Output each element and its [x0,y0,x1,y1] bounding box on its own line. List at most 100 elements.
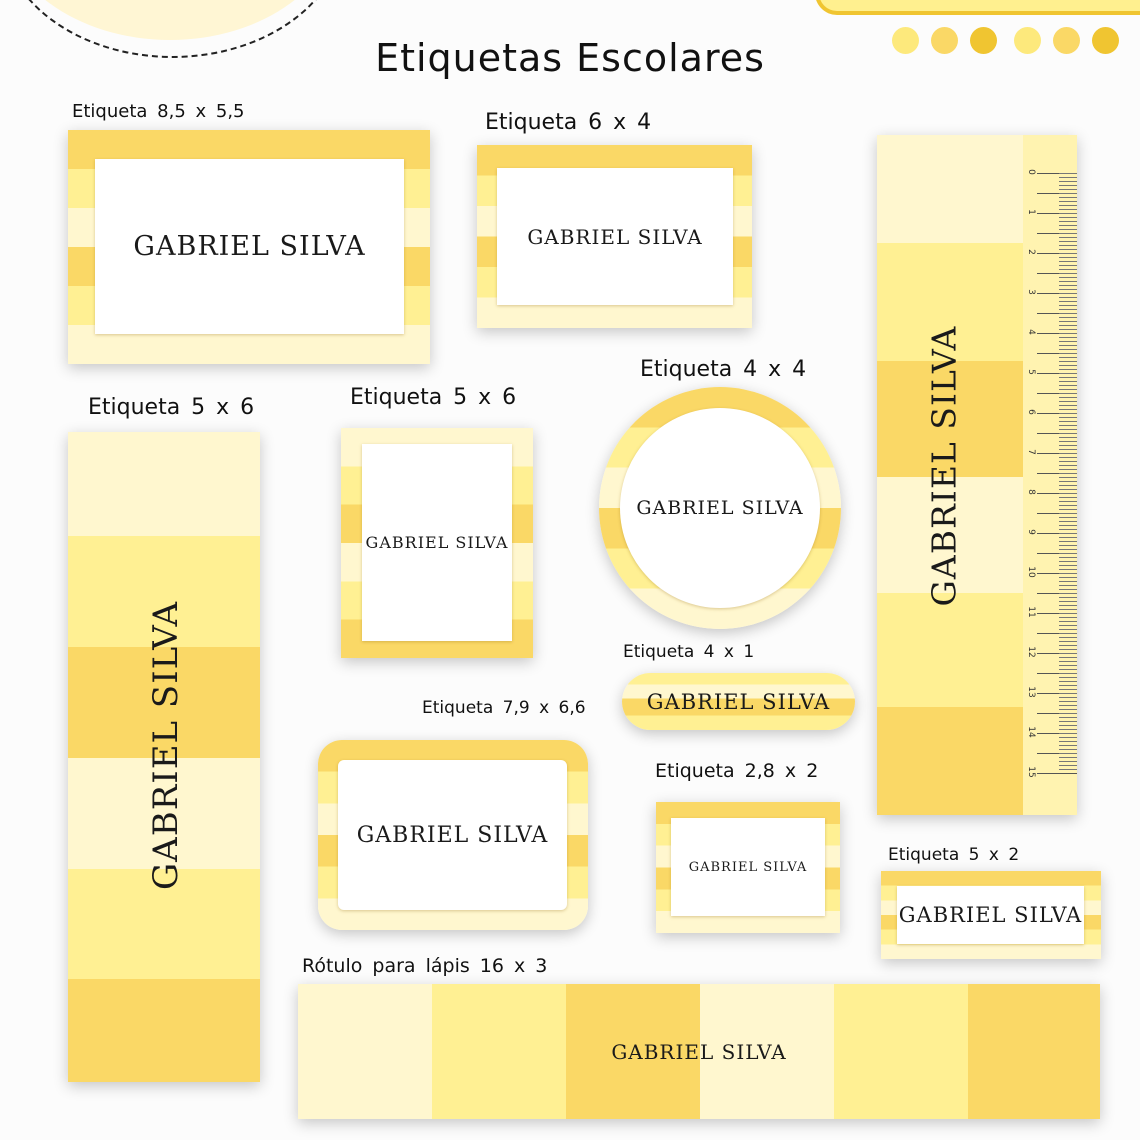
label-2-8x2[interactable]: GABRIEL SILVA [656,802,840,933]
ruler-tick [1037,233,1077,234]
color-dots [892,27,1131,54]
ruler-number: 13 [1026,686,1036,698]
stripe [700,984,834,1119]
ruler-tick [1037,553,1077,554]
ruler-tick [1037,753,1077,754]
ruler-number: 10 [1026,566,1036,578]
ruler-number: 14 [1026,726,1036,738]
label-caption: Etiqueta 5 x 6 [88,395,255,420]
label-name: GABRIEL SILVA [356,822,549,848]
ruler-tick [1037,493,1077,494]
label-caption: Etiqueta 2,8 x 2 [655,760,819,782]
name-area: GABRIEL SILVA [897,886,1084,944]
stripe [68,979,260,1082]
name-area: GABRIEL SILVA [620,408,820,608]
ruler-tick [1037,393,1077,394]
stripe [566,984,700,1119]
label-name: GABRIEL SILVA [527,224,703,249]
ruler-number: 11 [1026,606,1036,618]
label-6x4[interactable]: GABRIEL SILVA [477,145,752,328]
label-8-5x5-5[interactable]: GABRIEL SILVA [68,130,430,364]
ruler-number: 6 [1026,409,1036,415]
ruler-number: 12 [1026,646,1036,658]
name-area: GABRIEL SILVA [298,984,1100,1119]
ruler-tick [1037,533,1077,534]
decorative-banner [815,0,1140,15]
label-7-9x6-6[interactable]: GABRIEL SILVA [318,740,588,930]
stripe [877,361,1023,477]
ruler-tick [1037,273,1077,274]
ruler-tick [1037,293,1077,294]
ruler-number: 7 [1026,449,1036,455]
ruler-tick [1037,193,1077,194]
label-5x6[interactable]: GABRIEL SILVA [341,428,533,658]
stripe [68,432,260,536]
stripe [68,869,260,979]
label-caption: Etiqueta 5 x 6 [350,385,517,410]
label-4x1-pill[interactable]: GABRIEL SILVA [622,673,855,730]
label-4x4-circle[interactable]: GABRIEL SILVA [599,387,841,629]
label-5x2[interactable]: GABRIEL SILVA [881,871,1101,959]
stripe [877,135,1023,243]
ruler-tick [1037,253,1077,254]
name-area: GABRIEL SILVA [95,159,404,334]
label-name: GABRIEL SILVA [611,1039,787,1064]
name-area: GABRIEL SILVA [497,168,733,305]
ruler-tick [1037,173,1077,174]
ruler-tick [1037,413,1077,414]
ruler-tick [1037,373,1077,374]
label-name: GABRIEL SILVA [133,231,366,262]
color-dot [1014,27,1041,54]
stripe [877,243,1023,361]
color-dot [1053,27,1080,54]
stripe [68,536,260,647]
ruler-tick [1037,633,1077,634]
stripe [877,593,1023,707]
ruler-tick [1037,453,1077,454]
ruler-tick [1037,613,1077,614]
label-caption: Etiqueta 7,9 x 6,6 [422,698,586,718]
ruler-number: 9 [1026,529,1036,535]
label-5x6-vertical[interactable]: GABRIEL SILVA [68,432,260,1082]
label-pencil-16x3[interactable]: GABRIEL SILVA [298,984,1100,1119]
stripe [298,984,432,1119]
label-name: GABRIEL SILVA [146,600,186,890]
ruler-minor-ticks [1059,173,1077,773]
ruler-tick [1037,673,1077,674]
label-name: GABRIEL SILVA [688,859,808,875]
stripe [834,984,968,1119]
label-name: GABRIEL SILVA [646,689,831,714]
ruler-number: 1 [1026,209,1036,215]
label-caption: Etiqueta 6 x 4 [485,110,652,135]
stripe [432,984,566,1119]
label-name: GABRIEL SILVA [636,497,804,519]
ruler-tick [1037,333,1077,334]
name-area: GABRIEL SILVA [362,444,512,641]
label-name: GABRIEL SILVA [898,903,1083,927]
ruler-tick [1037,213,1077,214]
color-dot [892,27,919,54]
ruler-tick [1037,313,1077,314]
ruler-scale: 0 1 2 3 4 5 6 7 8 9 10 11 12 13 14 15 [1023,135,1077,815]
label-caption: Rótulo para lápis 16 x 3 [302,955,548,977]
ruler-tick [1037,713,1077,714]
ruler-number: 4 [1026,329,1036,335]
stripe [968,984,1100,1119]
ruler-number: 0 [1026,169,1036,175]
ruler-tick [1037,693,1077,694]
ruler-number: 15 [1026,766,1036,778]
ruler-tick [1037,573,1077,574]
stripe [877,707,1023,815]
ruler-tick [1037,473,1077,474]
name-area: GABRIEL SILVA [671,818,825,916]
ruler-tick [1037,773,1077,774]
ruler-tick [1037,433,1077,434]
color-dot [1092,27,1119,54]
ruler-number: 2 [1026,249,1036,255]
ruler-number: 8 [1026,489,1036,495]
name-area: GABRIEL SILVA [622,673,855,730]
ruler-tick [1037,733,1077,734]
ruler-label[interactable]: GABRIEL SILVA 0 1 [877,135,1077,815]
stripe [877,477,1023,593]
ruler-number: 5 [1026,369,1036,375]
